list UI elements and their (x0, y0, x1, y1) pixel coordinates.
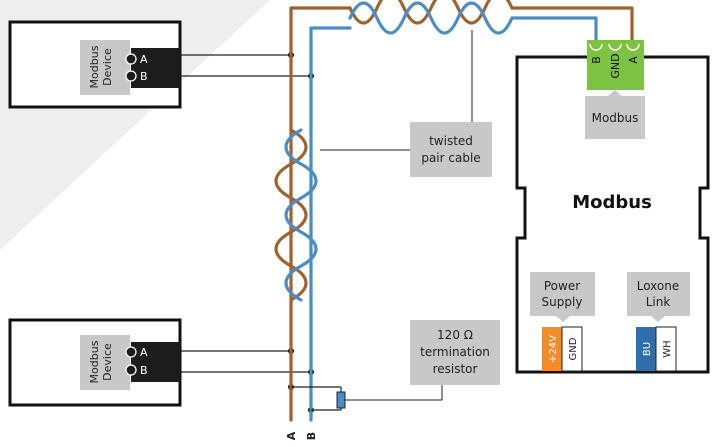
power-supply-pointer (556, 316, 570, 322)
modbus-extension: B GND A Modbus Modbus Power Supply +24V … (515, 40, 710, 374)
device-1-pin-b-label: B (140, 70, 148, 83)
power-supply-line1: Power (544, 279, 580, 293)
device-2-label-line2: Device (101, 343, 114, 381)
resistor-callout: 120 Ω termination resistor (410, 320, 500, 385)
device-1-connector (131, 48, 180, 88)
terminal-socket (608, 43, 622, 51)
loxone-link-label-box (627, 272, 690, 316)
termination-resistor (291, 385, 443, 411)
device-2-label-line1: Modbus (88, 340, 101, 383)
link-pin-bu-box (636, 327, 656, 371)
power-pin-24v: +24V (548, 335, 559, 363)
power-pin-24v-box (542, 327, 562, 371)
twisted-callout-line1: twisted (429, 134, 473, 148)
device-1-label-box (80, 40, 130, 95)
terminal-pin-a: A (627, 56, 640, 64)
terminal-pin-b: B (590, 56, 603, 64)
loxone-link-pointer (651, 316, 665, 322)
wire-a-to-terminal (510, 6, 634, 42)
resistor-callout-line1: 120 Ω (437, 328, 473, 342)
modbus-terminal-block (587, 40, 644, 90)
power-pin-gnd: GND (568, 337, 579, 360)
device-tap-lines (180, 54, 311, 373)
device-1-label-line1: Modbus (88, 45, 101, 88)
resistor-body (336, 391, 346, 409)
twisted-callout-box (410, 122, 492, 177)
device-2-label-box (80, 335, 130, 390)
wire-b-to-terminal (510, 16, 598, 42)
device-2-pin-a-socket (125, 346, 137, 358)
wire-a-vertical-top (289, 6, 352, 422)
device-2-pin-b-label: B (140, 364, 148, 377)
device-2-connector (131, 342, 180, 382)
terminal-socket (589, 43, 603, 51)
extension-title: Modbus (572, 192, 652, 213)
device-1-pin-a-socket (125, 53, 137, 65)
terminal-pin-gnd: GND (609, 53, 622, 78)
device-1-pin-a-label: A (140, 53, 148, 66)
device-2-pin-b-socket (125, 364, 137, 376)
modbus-device-1: Modbus Device A B (8, 20, 182, 109)
resistor-callout-box (410, 320, 500, 385)
link-pin-wh-box (655, 326, 677, 372)
terminal-socket (626, 43, 640, 51)
link-pin-bu: BU (642, 342, 653, 356)
modbus-port-pointer (608, 90, 622, 96)
loxone-link-line2: Link (646, 295, 671, 309)
cable-end-label-a: A (285, 431, 298, 440)
device-1-label-line2: Device (101, 48, 114, 86)
modbus-port-label-box (585, 96, 645, 139)
modbus-port-label: Modbus (592, 111, 639, 125)
wire-b-twisted-horizontal (348, 1, 514, 35)
device-1-pin-b-socket (125, 70, 137, 82)
wire-a-twisted-horizontal (348, 0, 514, 25)
power-pin-gnd-box (561, 326, 583, 372)
power-supply-line2: Supply (542, 295, 583, 309)
twisted-callout-line2: pair cable (421, 151, 480, 165)
cable-end-label-b: B (305, 432, 318, 440)
resistor-callout-line3: resistor (433, 362, 478, 376)
wire-b-blue (284, 1, 598, 422)
power-supply-label-box (530, 272, 595, 316)
link-pin-wh: WH (662, 340, 673, 357)
wire-b-vertical (309, 26, 352, 422)
wire-b-twisted-vertical (284, 128, 318, 302)
device-2-pin-a-label: A (140, 346, 148, 359)
modbus-device-2: Modbus Device A B (8, 318, 182, 407)
twisted-pair-callout: twisted pair cable (320, 30, 492, 177)
resistor-callout-line2: termination (420, 345, 490, 359)
loxone-link-line1: Loxone (637, 279, 680, 293)
